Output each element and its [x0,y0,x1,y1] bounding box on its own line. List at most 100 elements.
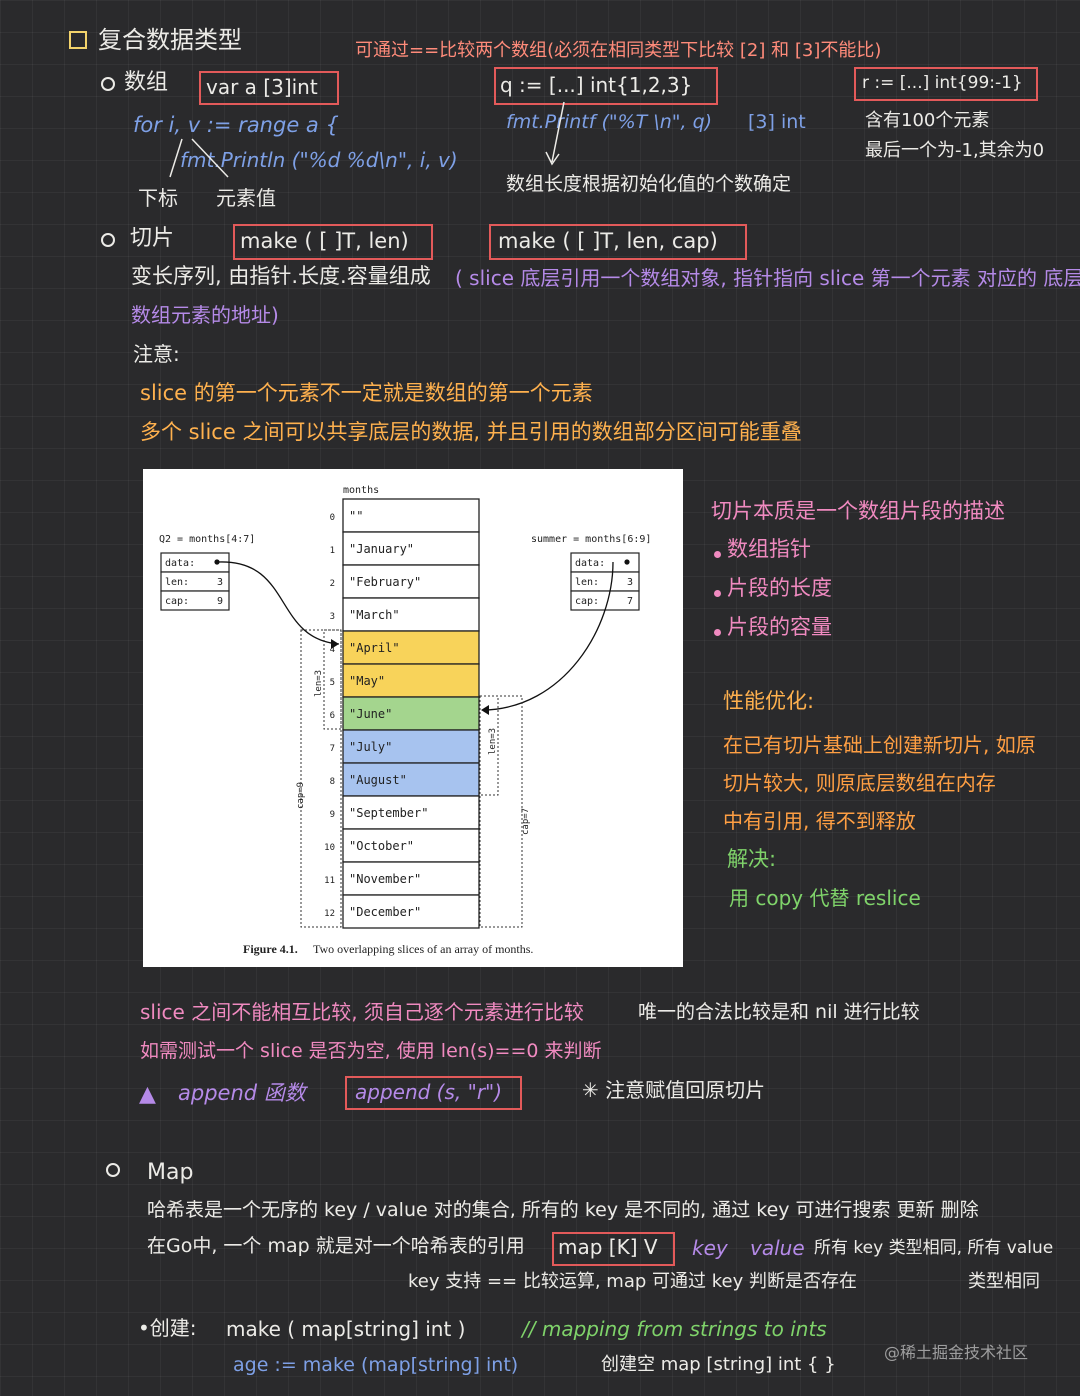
slice-essence: 切片本质是一个数组片段的描述 [711,499,1005,523]
array-index: 1 [330,546,335,556]
essence-bullet-2: 片段的长度 [727,576,832,600]
watermark: @稀土掘金技术社区 [884,1343,1029,1362]
array-cell-label: "January" [349,542,414,556]
q2-len-bracket [323,629,342,730]
figure-caption: Two overlapping slices of an array of mo… [313,942,533,956]
summer-cap-label: cap=7 [521,808,531,835]
array-literal: q := [...] int{1,2,3} [500,73,693,97]
slice-field-value: 7 [627,596,633,607]
q2-data-pointer [217,561,340,645]
array-cell-label: "September" [349,806,428,820]
bullet-dot [714,551,721,558]
q2-cap-label: cap=9 [296,782,306,809]
slice-desc: 变长序列, 由指针.长度.容量组成 [131,264,431,288]
map-create-label: •创建: [138,1316,197,1340]
essence-bullet-1: 数组指针 [727,537,811,561]
array-cell-label: "April" [349,641,400,655]
summer-arrowhead [481,705,489,715]
slice-compare-note: slice 之间不能相互比较, 须自己逐个元素进行比较 [140,1000,584,1024]
array-index: 3 [330,612,335,622]
array-r-note1: 含有100个元素 [865,110,990,131]
map-line2-tail: 所有 key 类型相同, 所有 value [814,1238,1054,1258]
bullet-dot [714,629,721,636]
slice-empty-check: 如需测试一个 slice 是否为空, 使用 len(s)==0 来判断 [140,1040,602,1062]
value-label: 元素值 [216,186,276,210]
map-line3: key 支持 == 比较运算, map 可通过 key 判断是否存在 [408,1271,857,1292]
length-arrow [545,101,565,166]
heading-checkbox[interactable] [69,31,87,49]
array-length-note: 数组长度根据初始化值的个数确定 [506,173,792,195]
array-cell-label: "" [349,509,363,523]
array-cell [342,597,480,632]
slice-note2: 多个 slice 之间可以共享底层的数据, 并且引用的数组部分区间可能重叠 [140,420,802,444]
slice-field-key: data: [575,558,605,569]
perf-title: 性能优化: [723,689,815,713]
map-key-word: key [692,1236,728,1260]
slices-diagram-svg: months ""0"January"1"February"2"March"3"… [159,485,651,956]
summer-data-pointer [482,561,614,711]
array-index: 0 [330,513,335,523]
array-index: 2 [330,579,335,589]
slice-note1: slice 的第一个元素不一定就是数组的第一个元素 [140,381,593,405]
map-create2-note: 创建空 map [string] int { } [601,1354,836,1375]
array-title: months [343,485,379,496]
slice-field-key: len: [165,577,189,588]
array-print-line: fmt.Println ("%d %d\n", i, v) [180,148,458,172]
slice-make2-box [489,224,747,260]
array-cell [342,564,480,599]
right-slice-header: summer = months[6:9] [531,534,651,545]
array-index: 6 [330,711,335,721]
array-cell [342,696,480,731]
slice-field-value: 3 [217,577,223,588]
map-line2: 在Go中, 一个 map 就是对一个哈希表的引用 [147,1235,525,1257]
map-value-word: value [750,1236,805,1260]
index-value-arrows [169,138,229,178]
slice-field-key: cap: [165,596,189,607]
array-literal2: r := [...] int{99:-1} [862,73,1023,93]
map-line1: 哈希表是一个无序的 key / value 对的集合, 所有的 key 是不同的… [147,1199,979,1221]
solve-label: 解决: [727,847,777,871]
figure-slices-diagram: months ""0"January"1"February"2"March"3"… [143,469,683,967]
map-line3-tail: 类型相同 [968,1271,1040,1292]
perf-line-1: 在已有切片基础上创建新切片, 如原 [723,733,1036,757]
slice-note-label: 注意: [133,342,180,366]
array-cell-label: "June" [349,707,392,721]
append-label: append 函数 [178,1081,306,1105]
array-syntax-box [199,71,339,105]
map-create2: age := make (map[string] int) [233,1354,519,1376]
perf-line-3: 中有引用, 得不到释放 [723,809,916,833]
perf-line-2: 切片较大, 则原底层数组在内存 [723,771,996,795]
map-create-code: make ( map[string] int ) [226,1317,466,1341]
append-note: ✳ 注意赋值回原切片 [582,1078,766,1102]
index-label: 下标 [138,186,178,210]
array-cell [342,894,480,929]
bullet-dot [714,590,721,597]
map-syntax-box [552,1232,675,1266]
figure-caption-bold: Figure 4.1. [243,942,298,956]
solution: 用 copy 代替 reslice [729,886,921,910]
array-cell-label: "October" [349,839,414,853]
summer-len-label: len=3 [488,728,498,755]
array-cell-label: "August" [349,773,407,787]
array-cell [342,729,480,764]
append-code-box [345,1076,522,1110]
array-cell-label: "July" [349,740,392,754]
array-r-note2: 最后一个为-1,其余为0 [865,140,1045,161]
array-index: 12 [324,909,335,919]
summer-cap-bracket [479,695,523,928]
array-cell [342,531,480,566]
array-cell [342,762,480,797]
array-cell [342,630,480,665]
q2-arrowhead [331,639,339,649]
page-title: 复合数据类型 [98,26,242,54]
essence-bullet-3: 片段的容量 [727,615,832,639]
map-syntax: map [K] V [558,1235,658,1259]
slice-make1-box [233,224,433,260]
slice-field-key: len: [575,577,599,588]
array-printf-line: fmt.Printf ("%T \n", q) [506,111,713,133]
array-label: 数组 [124,70,169,95]
bullet-circle [106,1163,120,1177]
array-for-line: for i, v := range a { [133,113,339,137]
